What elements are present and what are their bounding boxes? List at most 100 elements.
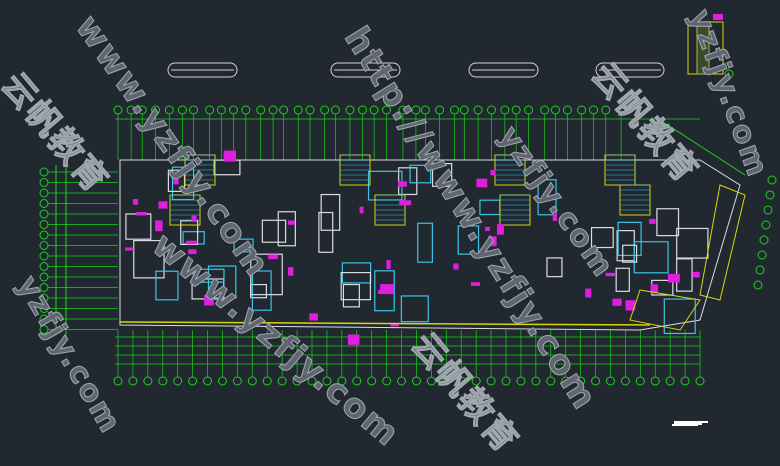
axis-bubble bbox=[449, 105, 459, 115]
room bbox=[340, 271, 372, 301]
tag bbox=[625, 300, 636, 311]
axis-bubble bbox=[473, 105, 483, 115]
tag bbox=[605, 272, 615, 277]
room bbox=[633, 241, 669, 274]
axis-bubble bbox=[39, 230, 49, 240]
tag bbox=[136, 211, 147, 216]
axis-bubble bbox=[188, 376, 198, 386]
axis-bubble bbox=[205, 105, 215, 115]
tag bbox=[585, 288, 592, 298]
axis-bubble bbox=[755, 265, 765, 275]
room bbox=[398, 167, 418, 196]
room bbox=[676, 227, 709, 259]
axis-bubble bbox=[39, 220, 49, 229]
room bbox=[180, 220, 199, 246]
tag bbox=[484, 226, 490, 231]
tag bbox=[436, 338, 442, 345]
axis-bubble bbox=[665, 376, 675, 386]
room bbox=[457, 225, 480, 255]
outline bbox=[119, 159, 741, 331]
axis-bubble bbox=[330, 105, 340, 115]
tag bbox=[268, 254, 278, 260]
detail-tag bbox=[713, 14, 723, 20]
tag bbox=[309, 313, 318, 321]
axis-bubble bbox=[217, 376, 227, 386]
room bbox=[400, 295, 429, 323]
axis-bubble bbox=[459, 105, 469, 115]
tag bbox=[188, 249, 197, 255]
skew-dim bbox=[659, 119, 746, 176]
room bbox=[261, 219, 287, 243]
axis-bubble bbox=[765, 190, 775, 200]
room bbox=[277, 211, 296, 247]
tag bbox=[667, 273, 680, 283]
axis-bubble bbox=[293, 105, 303, 115]
axis-bubble bbox=[680, 376, 690, 386]
tag bbox=[692, 271, 700, 278]
oval-mark bbox=[330, 62, 401, 78]
axis-bubble bbox=[759, 235, 769, 245]
room bbox=[125, 213, 152, 240]
axis-bubble bbox=[724, 69, 734, 79]
tag bbox=[398, 181, 407, 187]
axis-bubble bbox=[753, 280, 763, 290]
room bbox=[374, 270, 395, 312]
axis-bubble bbox=[256, 105, 266, 115]
room bbox=[537, 179, 557, 216]
axis-bubble bbox=[382, 376, 392, 386]
axis-bubble bbox=[358, 105, 368, 115]
tag bbox=[173, 178, 179, 185]
axis-bubble bbox=[177, 105, 187, 115]
tag bbox=[359, 206, 364, 214]
room bbox=[171, 166, 195, 201]
axis-bubble bbox=[143, 376, 153, 386]
tag bbox=[204, 294, 214, 306]
axis-bubble bbox=[511, 105, 521, 115]
oval-mark bbox=[468, 62, 539, 78]
section-detail bbox=[687, 14, 734, 79]
axis-bubble bbox=[241, 105, 251, 115]
room bbox=[133, 239, 165, 279]
tag bbox=[649, 218, 656, 224]
axis-bubble bbox=[620, 376, 630, 386]
axis-bubble bbox=[320, 105, 330, 115]
axis-bubble bbox=[531, 376, 541, 386]
axis-bubble bbox=[767, 175, 777, 185]
axis-bubble bbox=[757, 250, 767, 260]
room bbox=[663, 298, 696, 335]
axis-bubble bbox=[39, 241, 49, 250]
axis-bubble bbox=[650, 376, 660, 386]
axis-bubble bbox=[39, 209, 49, 219]
axis-bubble bbox=[577, 105, 587, 115]
axis-bubble bbox=[761, 220, 771, 230]
axis-bubble bbox=[435, 105, 445, 115]
room bbox=[417, 222, 434, 263]
tag bbox=[378, 290, 390, 294]
axis-bubble bbox=[39, 178, 49, 187]
axis-bubble bbox=[232, 376, 242, 386]
axis-bubble bbox=[203, 376, 213, 386]
axis-bubble bbox=[173, 376, 183, 386]
tag bbox=[223, 150, 237, 162]
room bbox=[590, 227, 614, 249]
tag bbox=[490, 169, 496, 176]
oval-mark bbox=[167, 62, 238, 78]
tag bbox=[552, 213, 557, 221]
tag bbox=[650, 284, 659, 294]
axis-bubble bbox=[562, 105, 572, 115]
tag bbox=[487, 236, 497, 247]
top-ovals bbox=[167, 62, 665, 78]
axis-bubble bbox=[113, 376, 123, 386]
room bbox=[546, 257, 563, 278]
axis-bubble bbox=[247, 376, 257, 386]
axis-bubble bbox=[524, 105, 534, 115]
tag bbox=[380, 284, 394, 295]
axis-bubble bbox=[345, 105, 355, 115]
axis-bubble bbox=[39, 199, 49, 208]
room bbox=[251, 270, 272, 311]
room bbox=[367, 170, 403, 201]
axis-bubble bbox=[695, 376, 705, 386]
tag bbox=[185, 240, 198, 245]
tag bbox=[191, 215, 197, 222]
